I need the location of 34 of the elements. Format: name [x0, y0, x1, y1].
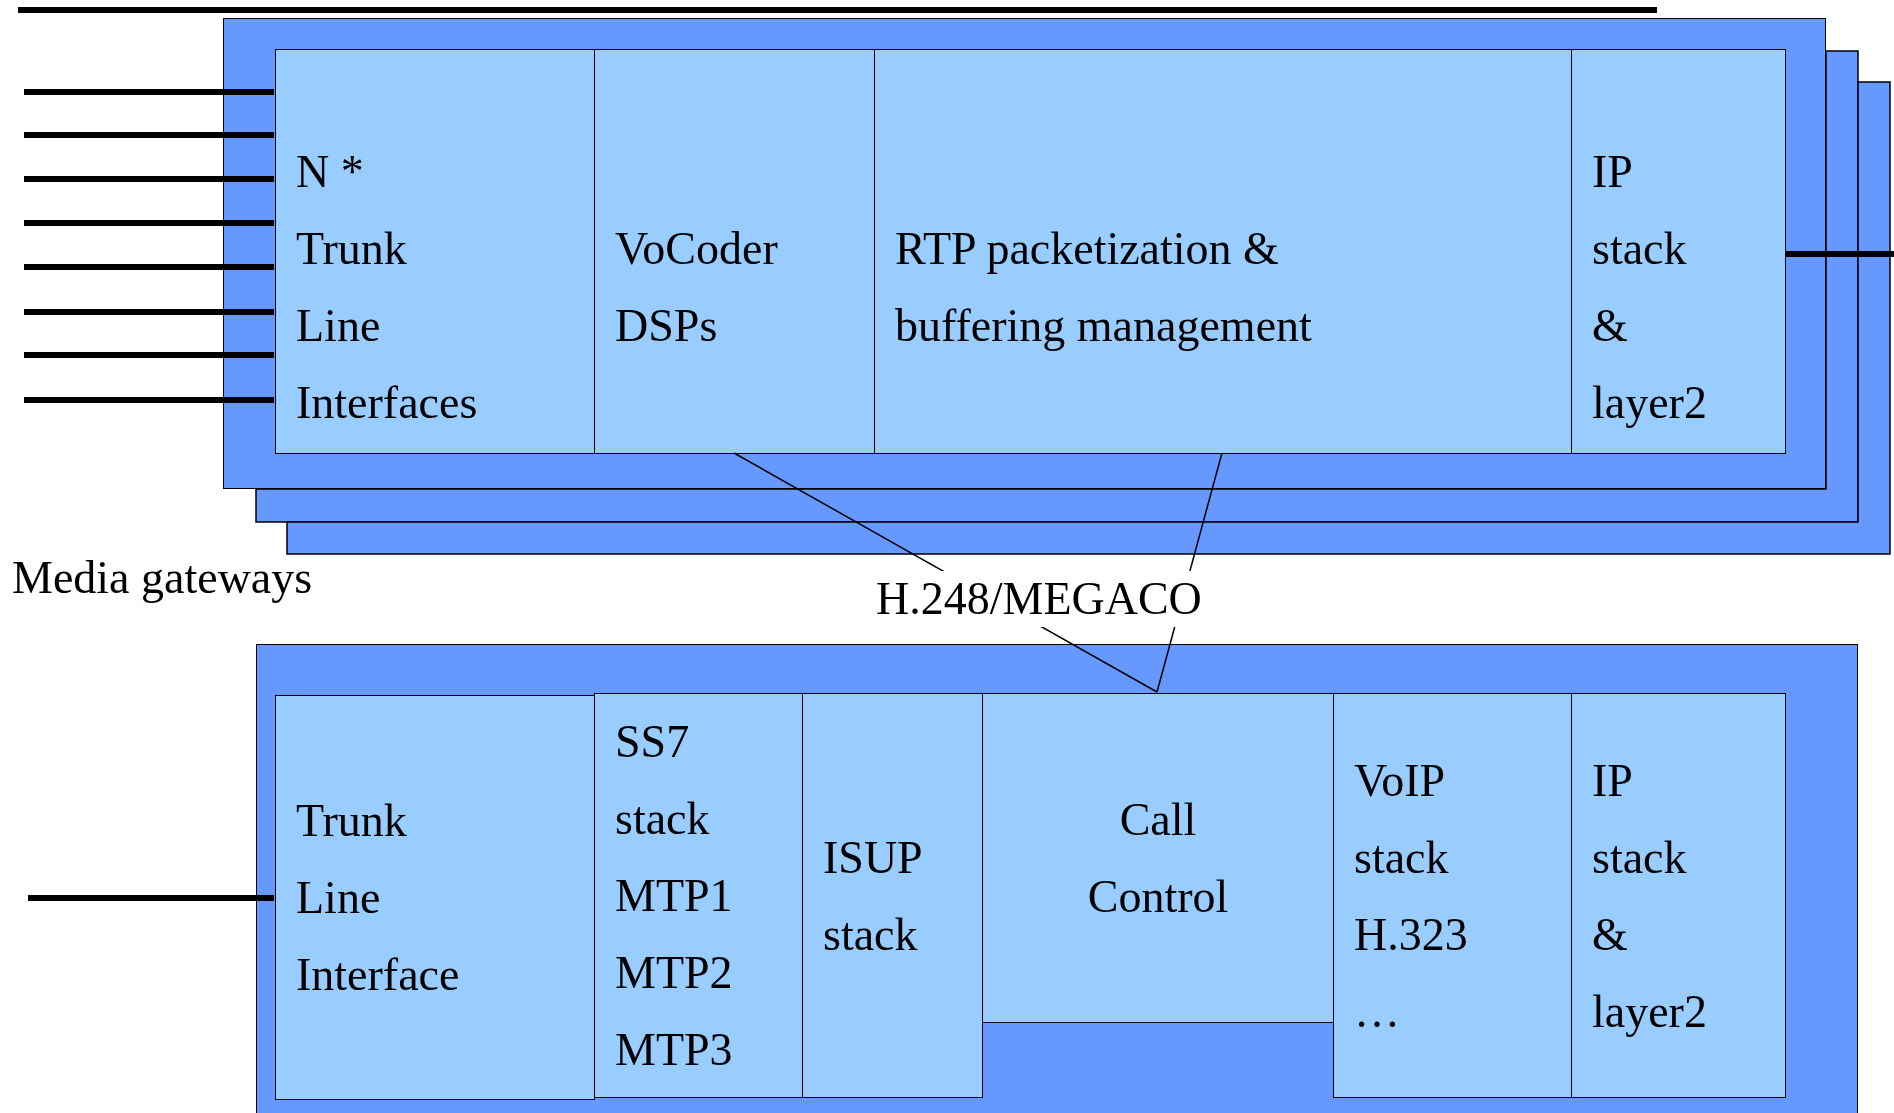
module-label: ISUP stack: [823, 830, 921, 962]
line-connector: [24, 89, 274, 95]
module-label: Trunk Line Interface: [296, 794, 460, 1002]
module-box: [1571, 693, 1786, 1098]
line-connector: [24, 264, 274, 270]
line-connector: [24, 220, 274, 226]
module-box: [874, 49, 1572, 454]
module-box: [1571, 49, 1786, 454]
group-caption: Media gateways: [12, 551, 313, 605]
line-connector: [24, 309, 274, 315]
module-label: VoIP stack H.323 …: [1354, 753, 1468, 1039]
module-label: IP stack & layer2: [1592, 144, 1707, 430]
module-box: [275, 695, 595, 1100]
line-connector: [1785, 251, 1894, 257]
protocol-label: H.248/MEGACO: [876, 571, 1202, 627]
module-label: IP stack & layer2: [1592, 753, 1707, 1039]
gateway-panel: [223, 18, 1826, 489]
module-box: [594, 49, 875, 454]
module-box: [275, 49, 595, 454]
gateway-panel: [256, 644, 1858, 1113]
module-label: SS7 stack MTP1 MTP2 MTP3: [615, 715, 733, 1077]
module-label: N * Trunk Line Interfaces: [296, 144, 479, 430]
module-box: [802, 693, 983, 1098]
line-connector: [28, 895, 274, 901]
line-connector: [24, 352, 274, 358]
line-connector: [24, 132, 274, 138]
module-label: RTP packetization & buffering management: [895, 221, 1313, 353]
line-connector: [24, 176, 274, 182]
module-box: [982, 693, 1334, 1023]
line-connector: [24, 397, 274, 403]
module-label: VoCoder DSPs: [615, 221, 778, 353]
module-label: Call Control: [1087, 793, 1230, 924]
module-box: [594, 693, 803, 1098]
module-box: [1333, 693, 1572, 1098]
